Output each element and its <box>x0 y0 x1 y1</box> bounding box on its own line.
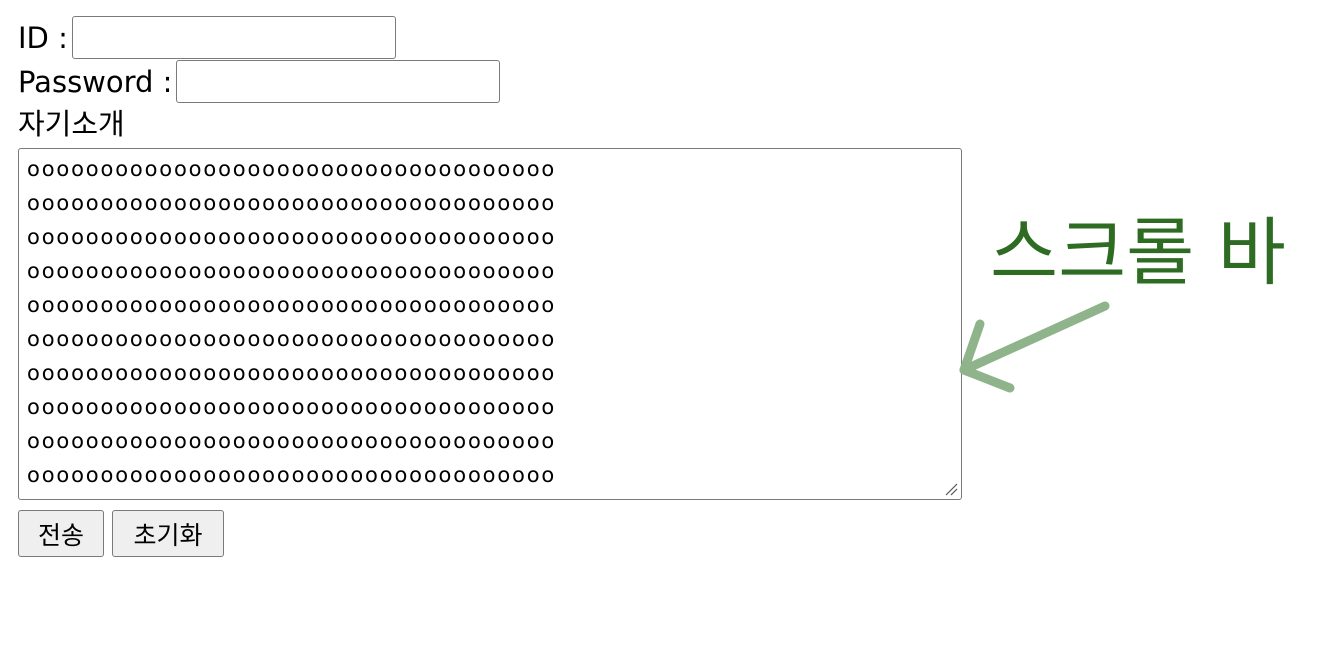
intro-label: 자기소개 <box>18 107 125 141</box>
intro-textarea-content[interactable]: oooooooooooooooooooooooooooooooooooo ooo… <box>27 157 557 487</box>
resize-handle-icon[interactable] <box>942 480 958 496</box>
id-label: ID : <box>18 20 68 55</box>
intro-textarea[interactable]: oooooooooooooooooooooooooooooooooooo ooo… <box>18 148 962 500</box>
id-row: ID : <box>18 16 396 59</box>
id-input[interactable] <box>71 16 396 59</box>
password-row: Password : <box>18 60 501 103</box>
password-label: Password : <box>18 64 173 99</box>
password-input[interactable] <box>176 60 501 103</box>
scrollbar-annotation-label: 스크롤 바 <box>990 210 1286 296</box>
submit-button[interactable]: 전송 <box>18 510 104 557</box>
reset-button[interactable]: 초기화 <box>112 510 224 557</box>
arrow-left-icon <box>959 301 1110 393</box>
